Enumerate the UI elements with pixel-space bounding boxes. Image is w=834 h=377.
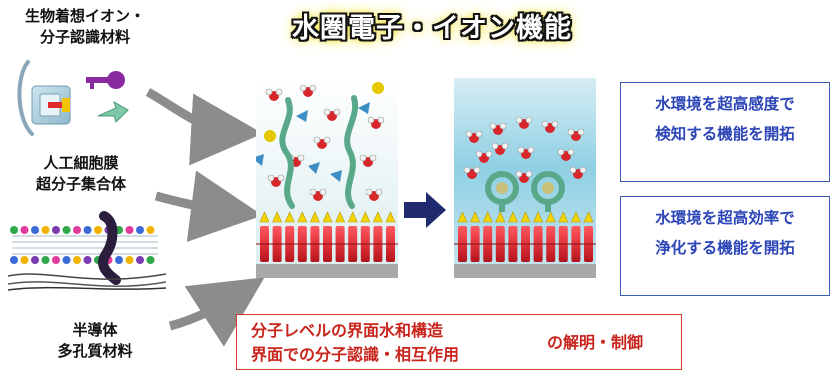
detection-line1: 水環境を超高感度で [655, 95, 795, 113]
membrane-bilayer [454, 226, 596, 262]
right-arrow-icon [404, 192, 446, 228]
label-semiconductor-line1: 半導体 [72, 321, 118, 339]
function-box-purification: 水環境を超高効率で 浄化する機能を開拓 [620, 196, 830, 296]
water-molecule [299, 84, 317, 97]
porous-fibers [8, 273, 166, 291]
headgroup-layer [259, 211, 396, 223]
label-bio-materials: 生物着想イオン・ 分子認識材料 [0, 6, 170, 48]
detection-line2: 検知する機能を開拓 [655, 125, 795, 143]
protein-channel [98, 211, 121, 285]
arrow-membrane-to-diagram [154, 170, 263, 242]
lipid-tails [12, 235, 158, 255]
water-molecule [541, 120, 559, 133]
label-semiconductor: 半導体 多孔質材料 [30, 320, 160, 362]
page-title: 水圏電子・イオン機能 [292, 13, 572, 44]
polymer-chain-right [344, 95, 359, 209]
water-molecule [267, 174, 285, 187]
membrane-illustration [8, 211, 166, 291]
water-molecules [265, 84, 385, 201]
water-molecule [515, 116, 533, 129]
water-molecule [517, 146, 535, 159]
label-membrane-line2: 超分子集合体 [35, 175, 126, 193]
water-molecule [359, 154, 377, 167]
research-goal-line1: 分子レベルの界面水和構造 [251, 321, 444, 340]
membrane-bilayer [256, 226, 398, 262]
water-molecule [489, 122, 507, 135]
water-molecule [491, 142, 509, 155]
bio-recognition-illustration [17, 60, 129, 136]
key-icon-small [48, 98, 70, 112]
substrate [454, 264, 596, 278]
water-molecule [265, 88, 283, 101]
headgroup-layer [457, 211, 594, 223]
substrate [256, 264, 398, 278]
water-molecules [463, 116, 587, 183]
water-molecule [309, 188, 327, 201]
polymer-chain-left [279, 97, 295, 209]
research-goal-suffix: の解明・制御 [547, 333, 644, 352]
function-box-detection: 水環境を超高感度で 検知する機能を開拓 [620, 82, 830, 182]
water-molecule [515, 170, 533, 183]
research-goal-lines: 分子レベルの界面水和構造 界面での分子認識・相互作用 [251, 319, 459, 367]
purification-line1: 水環境を超高効率で [655, 209, 795, 227]
research-goal-box: 分子レベルの界面水和構造 界面での分子認識・相互作用 の解明・制御 [236, 314, 682, 370]
key-icon [86, 71, 125, 89]
lipid-heads [10, 226, 155, 264]
water-molecule [323, 108, 341, 121]
interface-panel-before [256, 78, 398, 278]
label-semiconductor-line2: 多孔質材料 [57, 342, 133, 360]
label-membrane: 人工細胞膜 超分子集合体 [6, 153, 156, 195]
water-molecule [567, 128, 585, 141]
water-molecule [365, 188, 383, 201]
label-bio-line1: 生物着想イオン・ [24, 7, 145, 25]
small-arrow-icon [97, 100, 129, 123]
ion-sphere [372, 82, 384, 94]
membrane-curve [17, 60, 34, 136]
water-molecule [463, 166, 481, 179]
label-membrane-line1: 人工細胞膜 [43, 154, 119, 172]
water-molecule [465, 130, 483, 143]
collapsed-polymers [485, 171, 565, 212]
water-molecule [367, 116, 385, 129]
water-molecule [569, 166, 587, 179]
research-goal-line2: 界面での分子認識・相互作用 [251, 345, 460, 364]
water-molecule [557, 148, 575, 161]
arrow-bio-to-diagram [145, 88, 263, 166]
water-molecule [475, 150, 493, 163]
receptor-cups [256, 102, 370, 182]
interface-panel-after [454, 78, 596, 278]
purification-line2: 浄化する機能を開拓 [655, 239, 795, 257]
label-bio-line2: 分子認識材料 [39, 28, 130, 46]
arrow-semiconductor-to-diagram [168, 277, 265, 347]
ion-sphere [264, 130, 276, 142]
water-molecule [313, 136, 331, 149]
